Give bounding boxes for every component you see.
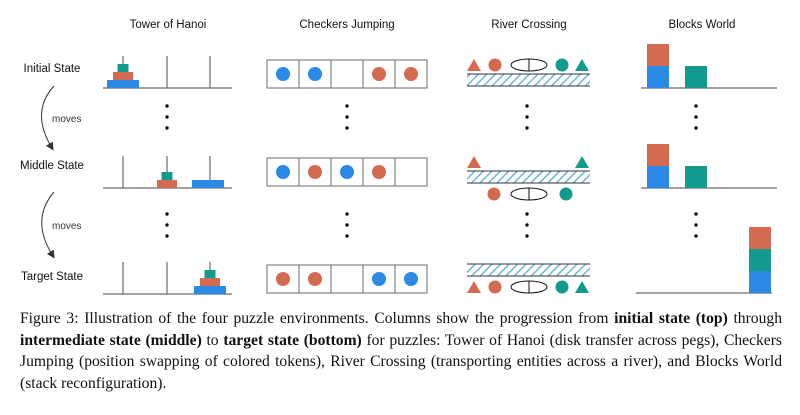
row-label-target: Target State (21, 271, 83, 283)
checkers-token-blue (276, 165, 290, 179)
continuation-dot (694, 104, 698, 108)
continuation-dot (525, 104, 529, 108)
orange-circle-icon (487, 187, 501, 201)
continuation-dot (694, 126, 698, 130)
continuation-dot (694, 212, 698, 216)
row-label-initial: Initial State (24, 63, 81, 75)
hanoi-disk-medium-orange (200, 278, 220, 286)
checkers-token-orange (276, 272, 290, 286)
block-teal (685, 166, 707, 188)
continuation-dot (345, 234, 349, 238)
checkers-token-blue (340, 165, 354, 179)
continuation-dot (345, 115, 349, 119)
hanoi-disk-medium-orange (157, 180, 177, 188)
hanoi-disk-small-teal (204, 270, 216, 278)
continuation-dot (694, 234, 698, 238)
teal-triangle-icon (575, 281, 589, 293)
transition-arrow-1 (41, 85, 55, 151)
river-water (467, 171, 590, 183)
teal-triangle-icon (575, 59, 589, 71)
hanoi-disk-large-blue (194, 286, 226, 294)
continuation-dot (345, 104, 349, 108)
continuation-dot (694, 115, 698, 119)
orange-circle-icon (488, 58, 502, 72)
checkers-token-blue (372, 272, 386, 286)
orange-triangle-icon (467, 281, 481, 293)
column-title-hanoi: Tower of Hanoi (130, 19, 207, 31)
column-title-blocks: Blocks World (669, 19, 736, 31)
teal-circle-icon (559, 187, 573, 201)
river-water (467, 264, 590, 276)
block-blue (647, 166, 669, 188)
hanoi-disk-small-teal (117, 64, 129, 72)
block-blue (749, 271, 771, 293)
checkers-token-blue (308, 67, 322, 81)
orange-triangle-icon (467, 156, 481, 168)
row-label-middle: Middle State (20, 160, 84, 172)
caption-suffix: for puzzles: Tower of Hanoi (disk transf… (20, 331, 782, 392)
hanoi-disk-large-blue (192, 180, 224, 188)
continuation-dot (694, 223, 698, 227)
continuation-dot (165, 212, 169, 216)
block-teal (749, 249, 771, 271)
column-title-river: River Crossing (491, 19, 566, 31)
block-orange (647, 144, 669, 166)
continuation-dot (165, 104, 169, 108)
caption-text-2: to (201, 331, 224, 349)
panels (103, 44, 777, 295)
continuation-dot (165, 115, 169, 119)
teal-triangle-icon (575, 156, 589, 168)
checkers-token-orange (308, 272, 322, 286)
checkers-cell (330, 59, 364, 89)
continuation-dot (165, 223, 169, 227)
caption-bold-intermediate: intermediate state (middle) (20, 331, 202, 349)
continuation-dot (525, 115, 529, 119)
checkers-token-orange (372, 165, 386, 179)
column-title-checkers: Checkers Jumping (299, 19, 394, 31)
block-blue (647, 66, 669, 88)
orange-circle-icon (488, 280, 502, 294)
caption-prefix: Figure 3: Illustration of the four puzzl… (20, 310, 615, 327)
checkers-token-orange (372, 67, 386, 81)
checkers-cell (394, 157, 428, 187)
checkers-token-orange (308, 165, 322, 179)
river-water (467, 74, 590, 86)
continuation-dot (165, 234, 169, 238)
caption-bold-initial: initial state (top) (614, 310, 728, 327)
continuation-dot (525, 126, 529, 130)
caption-text-1: through (727, 310, 782, 327)
continuation-dot (165, 126, 169, 130)
teal-circle-icon (555, 58, 569, 72)
hanoi-disk-small-teal (161, 172, 173, 180)
continuation-dot (525, 234, 529, 238)
continuation-dot (345, 212, 349, 216)
continuation-dot (345, 223, 349, 227)
transition-arrow-2 (41, 191, 55, 259)
checkers-token-orange (404, 67, 418, 81)
continuation-dot (345, 126, 349, 130)
teal-circle-icon (555, 280, 569, 294)
block-orange (749, 227, 771, 249)
caption-bold-target: target state (bottom) (223, 331, 362, 349)
transition-label-1: moves (52, 114, 81, 125)
transition-label-2: moves (52, 221, 81, 232)
continuation-dot (525, 223, 529, 227)
checkers-cell (330, 264, 364, 294)
figure-caption: Figure 3: Illustration of the four puzzl… (20, 308, 782, 394)
hanoi-disk-medium-orange (113, 72, 133, 80)
puzzle-figure: Tower of Hanoi Checkers Jumping River Cr… (20, 19, 777, 295)
checkers-token-blue (276, 67, 290, 81)
orange-triangle-icon (467, 59, 481, 71)
block-orange (647, 44, 669, 66)
block-teal (685, 66, 707, 88)
continuation-dot (525, 212, 529, 216)
hanoi-disk-large-blue (107, 80, 139, 88)
checkers-token-blue (404, 272, 418, 286)
